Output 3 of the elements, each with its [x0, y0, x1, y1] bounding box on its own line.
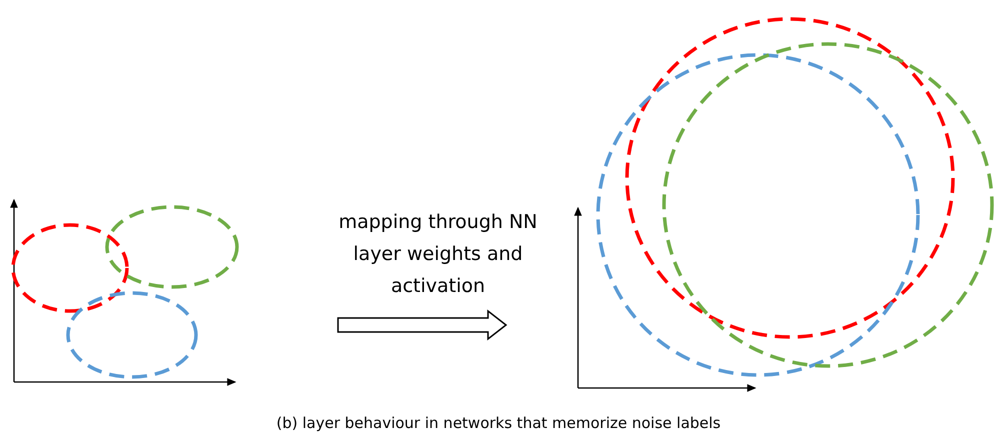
edge-label: mapping through NN layer weights and activation: [338, 210, 538, 299]
caption: (b) layer behaviour in networks that memorize noise labels: [275, 413, 722, 434]
block-arrow: [337, 309, 508, 341]
